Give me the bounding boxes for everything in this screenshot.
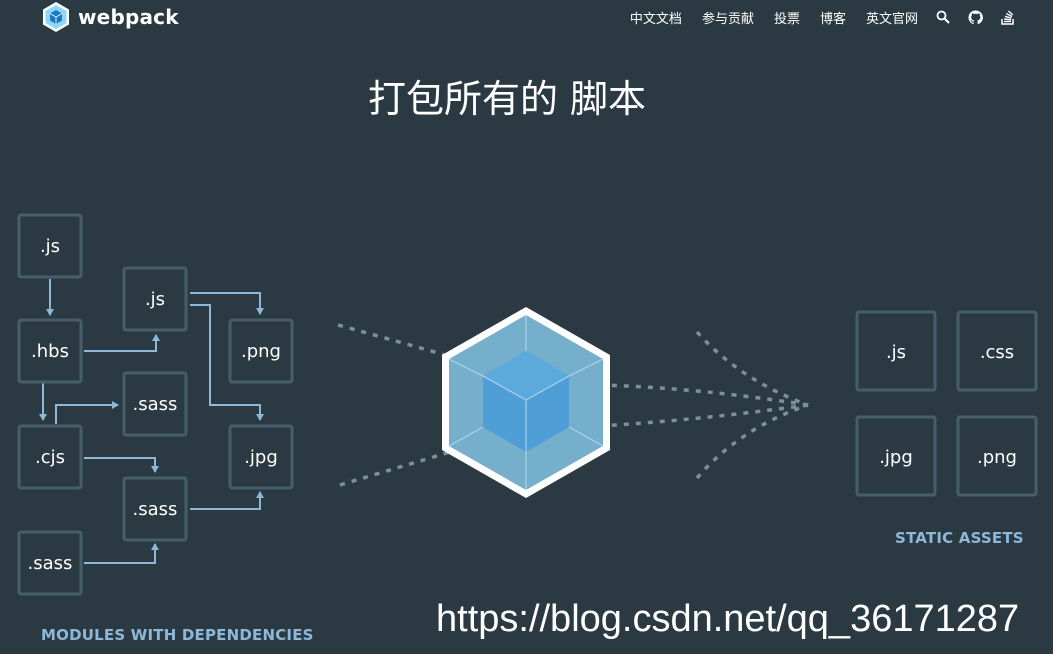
asset-label: .png bbox=[977, 447, 1017, 468]
module-label: .png bbox=[241, 341, 281, 362]
nav-item-contribute[interactable]: 参与贡献 bbox=[701, 11, 754, 27]
module-label: .js bbox=[40, 236, 60, 257]
brand-logo[interactable]: webpack bbox=[40, 0, 179, 34]
flow-arrow-upper bbox=[695, 330, 809, 407]
nav-item-chinese-docs[interactable]: 中文文档 bbox=[629, 11, 682, 27]
nav-menu: 中文文档 参与贡献 投票 博客 英文官网 bbox=[610, 0, 1015, 34]
module-box-sass-1: .sass bbox=[17, 530, 83, 596]
arrow-js-to-png bbox=[190, 292, 264, 315]
asset-box-png: .png bbox=[956, 415, 1038, 497]
modules-caption: MODULES WITH DEPENDENCIES bbox=[41, 626, 314, 644]
module-label: .hbs bbox=[31, 341, 69, 362]
webpack-cube-icon bbox=[442, 307, 610, 498]
flow-in-bottom bbox=[339, 450, 451, 487]
asset-label: .css bbox=[980, 342, 1014, 363]
arrow-sass-to-jpg bbox=[190, 491, 264, 510]
asset-boxes: .js .css .jpg .png bbox=[855, 310, 1038, 497]
module-box-sass-2: .sass bbox=[122, 371, 188, 437]
stackoverflow-icon[interactable] bbox=[1001, 9, 1015, 25]
page-title: 打包所有的 脚本 bbox=[367, 77, 647, 121]
arrow-cjs-to-sass2 bbox=[84, 457, 159, 473]
module-label: .jpg bbox=[244, 447, 278, 468]
static-assets-caption: STATIC ASSETS bbox=[895, 529, 1024, 547]
module-label: .sass bbox=[133, 394, 178, 415]
watermark-url: https://blog.csdn.net/qq_36171287 bbox=[436, 598, 1020, 640]
top-navigation: webpack 中文文档 参与贡献 投票 博客 英文官网 bbox=[0, 0, 1053, 34]
dependency-arrows bbox=[39, 279, 264, 564]
search-icon[interactable] bbox=[936, 10, 950, 24]
nav-item-english-site[interactable]: 英文官网 bbox=[865, 11, 918, 27]
module-box-sass-3: .sass bbox=[122, 476, 188, 542]
arrow-hbs-to-js bbox=[84, 334, 160, 352]
nav-item-blog[interactable]: 博客 bbox=[819, 11, 846, 27]
module-box-js-2: .js bbox=[122, 266, 188, 332]
module-label: .sass bbox=[28, 553, 73, 574]
module-label: .cjs bbox=[35, 447, 65, 468]
module-label: .sass bbox=[133, 499, 178, 520]
brand-name: webpack bbox=[78, 5, 179, 29]
asset-label: .js bbox=[886, 342, 906, 363]
arrow-cjs-to-sass bbox=[55, 401, 119, 424]
arrow-sass-to-sass bbox=[84, 543, 159, 564]
flow-out-top bbox=[599, 383, 809, 407]
module-box-hbs: .hbs bbox=[17, 318, 83, 384]
asset-label: .jpg bbox=[879, 447, 913, 468]
asset-box-jpg: .jpg bbox=[855, 415, 937, 497]
asset-box-js: .js bbox=[855, 310, 937, 392]
asset-box-css: .css bbox=[956, 310, 1038, 392]
flow-arrow-lower bbox=[695, 403, 809, 480]
flow-in-top bbox=[337, 323, 453, 359]
module-box-jpg: .jpg bbox=[228, 424, 294, 490]
webpack-logo-icon bbox=[43, 2, 69, 32]
nav-item-vote[interactable]: 投票 bbox=[773, 11, 800, 27]
flow-out-bottom bbox=[599, 403, 809, 428]
module-label: .js bbox=[145, 289, 165, 310]
arrow-js-to-jpg bbox=[190, 304, 264, 421]
module-box-png: .png bbox=[228, 318, 294, 384]
module-box-js-1: .js bbox=[17, 213, 83, 279]
github-icon[interactable] bbox=[968, 9, 983, 25]
flow-lines bbox=[337, 323, 809, 487]
module-box-cjs: .cjs bbox=[17, 424, 83, 490]
module-boxes: .js .hbs .cjs .sass .js .sass .sass .pn bbox=[17, 213, 294, 596]
